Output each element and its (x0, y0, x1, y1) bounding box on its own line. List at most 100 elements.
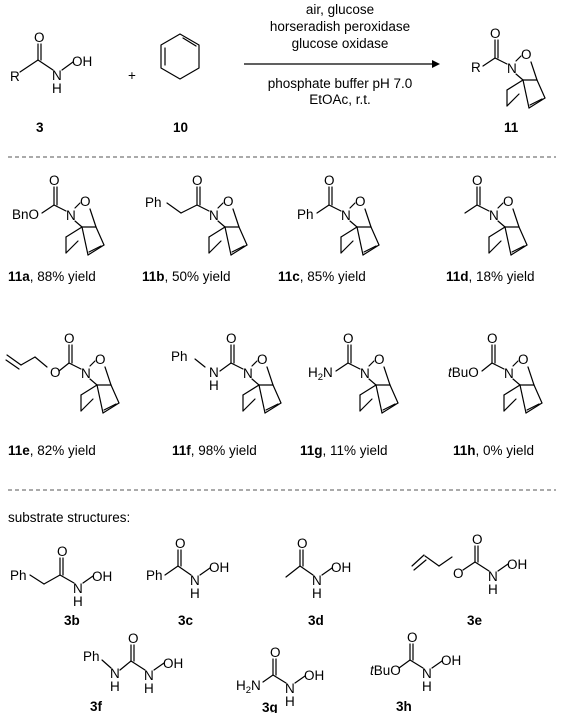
atom-label: O (226, 331, 237, 346)
compound-label: 3 (36, 120, 44, 135)
atom-label: N (341, 208, 351, 223)
yield-label: 11f, 98% yield (172, 443, 257, 458)
compound-label: 3b (64, 613, 80, 628)
atom-label: O (324, 173, 335, 188)
atom-label: O (95, 352, 106, 367)
atom-label: OH (209, 560, 229, 575)
atom-label: OH (304, 668, 324, 683)
reagent-text: glucose oxidase (292, 36, 389, 51)
section-heading: substrate structures: (8, 510, 130, 525)
atom-label: N (504, 366, 514, 381)
reagent-text: phosphate buffer pH 7.0 (268, 76, 413, 91)
atom-label: tBuO (448, 365, 479, 380)
compound-label: 3h (396, 699, 412, 713)
atom-label: N (209, 208, 219, 223)
atom-label: BnO (12, 207, 39, 222)
atom-label: O (64, 331, 75, 346)
compound-label: 3f (90, 699, 103, 713)
yield-label: 11a, 88% yield (8, 269, 96, 284)
reactant-3: R O N H OH (10, 30, 92, 96)
atom-label: H (190, 586, 200, 601)
yield-label: 11h, 0% yield (453, 443, 534, 458)
atom-label: OH (507, 557, 527, 572)
atom-label: O (487, 331, 498, 346)
atom-label: Ph (145, 195, 162, 210)
atom-label: O (57, 544, 68, 559)
substrate-3e: O O N H OH (411, 532, 527, 597)
substrate-3d: O N H OH (285, 536, 351, 601)
yield-label: 11c, 85% yield (278, 269, 366, 284)
product-11e: O O N O (5, 331, 120, 414)
atom-label: O (192, 173, 203, 188)
atom-label: N (190, 573, 200, 588)
atom-label: H (312, 586, 322, 601)
compound-label: 3g (262, 700, 278, 713)
substrate-3c: Ph O N H OH (146, 536, 229, 601)
substrate-3b: Ph O N H OH (10, 544, 112, 609)
yield-label: 11b, 50% yield (142, 269, 231, 284)
product-11c: Ph O N O (297, 173, 380, 256)
substrate-3g: H2N O N H OH (236, 645, 324, 709)
atom-label: O (453, 566, 464, 581)
atom-label: N (488, 569, 498, 584)
compound-label: 3c (178, 613, 194, 628)
atom-label: N (73, 581, 83, 596)
atom-label: O (407, 630, 418, 645)
atom-label: N (243, 366, 253, 381)
yield-label: 11e, 82% yield (8, 443, 96, 458)
reagent-text: EtOAc, r.t. (309, 92, 371, 107)
atom-label: Ph (171, 349, 188, 364)
product-11a: BnO O N O (12, 173, 105, 256)
atom-label: O (343, 331, 354, 346)
product-11f: N H Ph O N O (171, 331, 282, 414)
atom-label: H (110, 679, 120, 694)
atom-label: H (144, 681, 154, 696)
atom-label: H (209, 378, 219, 393)
atom-label: OH (441, 653, 461, 668)
atom-label: O (80, 194, 91, 209)
atom-label: OH (92, 569, 112, 584)
compound-label: 11 (504, 120, 519, 135)
atom-label: N (312, 573, 322, 588)
atom-label: O (128, 631, 139, 646)
compound-label: 3d (308, 613, 324, 628)
atom-label: N (489, 208, 499, 223)
atom-label: O (50, 365, 61, 380)
substrate-3h: tBuO O N H OH (370, 630, 461, 694)
atom-label: N (422, 666, 432, 681)
yield-label: 11d, 18% yield (446, 269, 535, 284)
atom-label: O (472, 532, 483, 547)
atom-label: N (66, 208, 76, 223)
atom-label: O (257, 352, 268, 367)
yield-label: 11g, 11% yield (300, 443, 388, 458)
atom-label: O (518, 352, 529, 367)
atom-label: O (34, 30, 45, 45)
atom-label: N (144, 668, 154, 683)
plus-sign: + (128, 68, 136, 83)
atom-label: O (521, 47, 532, 62)
atom-label: O (490, 26, 501, 41)
reagent-text: horseradish peroxidase (270, 19, 410, 34)
atom-label: R (10, 69, 20, 84)
compound-label: 3e (467, 613, 483, 628)
atom-label: tBuO (370, 663, 401, 678)
product-11g: H2N O N O (308, 331, 399, 414)
atom-label: H (488, 582, 498, 597)
atom-label: O (270, 645, 281, 660)
atom-label: O (503, 194, 514, 209)
atom-label: H (422, 679, 432, 694)
diene-10 (160, 33, 200, 80)
atom-label: N (360, 366, 370, 381)
atom-label: H2N (308, 365, 333, 383)
atom-label: H (52, 81, 62, 96)
product-11: R O N O (471, 26, 546, 109)
atom-label: N (285, 681, 295, 696)
compound-label: 10 (173, 120, 188, 135)
atom-label: H (73, 594, 83, 609)
atom-label: OH (331, 560, 351, 575)
atom-label: O (355, 194, 366, 209)
product-11d: O N O (464, 173, 528, 256)
atom-label: R (471, 60, 481, 75)
atom-label: Ph (146, 568, 163, 583)
